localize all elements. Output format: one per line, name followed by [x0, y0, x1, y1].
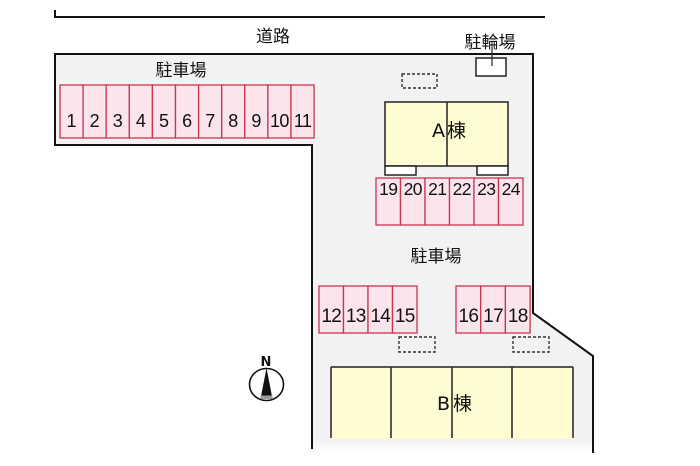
parking-space-number: 8	[228, 111, 238, 131]
parking-space: 22	[448, 177, 475, 226]
parking-space-number: 9	[251, 111, 261, 131]
road-edge-line	[54, 10, 545, 18]
parking-space-number: 11	[294, 111, 312, 131]
parking-space: 17	[480, 285, 507, 334]
parking-space: 4	[128, 84, 154, 139]
parking-space: 1	[59, 84, 84, 139]
parking-space: 20	[399, 177, 426, 226]
parking-space-number: 6	[182, 111, 192, 131]
parking-space-outline	[473, 177, 500, 226]
parking-space-outline	[480, 285, 507, 334]
compass-needle-icon	[260, 368, 273, 399]
parking-space-outline	[455, 285, 482, 334]
parking-space-number: 3	[113, 111, 123, 131]
bicycle-parking: 駐輪場	[465, 33, 516, 77]
parking-space: 21	[424, 177, 451, 226]
parking-space: 6	[174, 84, 200, 139]
parking-space: 19	[375, 177, 402, 226]
parking-area-label-center: 駐車場	[411, 247, 462, 267]
parking-space-number: 13	[346, 306, 366, 327]
parking-space-number: 24	[502, 179, 521, 199]
road: 道路	[54, 10, 545, 47]
parking-space: 2	[82, 84, 107, 139]
compass-north-label: N	[261, 355, 272, 370]
parking-space-outline	[391, 285, 418, 334]
building-a-label: A棟	[432, 120, 468, 142]
dashed-box-south-east	[512, 336, 550, 353]
dashed-box-south-west	[398, 336, 436, 353]
building-b-label: B棟	[437, 393, 475, 415]
parking-space-outline	[497, 177, 524, 226]
parking-space: 23	[473, 177, 500, 226]
parking-space-number: 22	[453, 179, 471, 199]
bicycle-parking-box	[475, 57, 507, 77]
north-compass: N	[248, 355, 285, 402]
lot-boundary-line	[54, 53, 594, 453]
parking-space-number: 14	[370, 306, 391, 327]
building-a-entrance-right	[476, 165, 509, 176]
parking-space: 7	[197, 84, 223, 139]
dashed-box-north	[401, 73, 438, 89]
parking-space-outline	[342, 285, 369, 334]
parking-space-outline	[424, 177, 451, 226]
parking-space: 24	[497, 177, 524, 226]
parking-space-number: 19	[379, 179, 397, 199]
parking-space-number: 17	[483, 306, 503, 327]
parking-space-number: 15	[395, 306, 415, 327]
parking-space: 11	[290, 84, 315, 139]
parking-space: 14	[367, 285, 394, 334]
parking-space-number: 1	[66, 111, 76, 131]
parking-space-number: 21	[428, 179, 446, 199]
parking-space-number: 18	[508, 306, 528, 327]
bicycle-parking-label: 駐輪場	[465, 33, 516, 53]
road-label: 道路	[256, 27, 290, 47]
parking-space: 16	[455, 285, 482, 334]
parking-space-number: 23	[477, 179, 495, 199]
parking-space-number: 5	[159, 111, 169, 131]
parking-space: 12	[318, 285, 345, 334]
lot-bottom-fade	[312, 440, 594, 452]
parking-space-outline	[290, 84, 315, 139]
parking-space-number: 12	[321, 306, 341, 327]
parking-space-number: 20	[404, 179, 423, 199]
parking-space: 10	[267, 84, 292, 139]
parking-space-outline	[318, 285, 345, 334]
building-a-entrance-left	[384, 165, 417, 176]
building-b: B棟	[330, 366, 574, 439]
parking-space-number: 4	[136, 111, 146, 131]
parking-space-number: 16	[458, 306, 478, 327]
parking-space: 3	[105, 84, 130, 139]
parking-space-outline	[504, 285, 531, 334]
parking-space: 5	[151, 84, 177, 139]
parking-space-number: 2	[90, 111, 100, 131]
compass-needle-base	[260, 395, 273, 399]
parking-space: 18	[504, 285, 531, 334]
parking-space: 13	[342, 285, 369, 334]
parking-space: 8	[221, 84, 246, 139]
parking-space: 9	[244, 84, 269, 139]
parking-space-number: 7	[205, 111, 215, 131]
parking-space-outline	[448, 177, 475, 226]
parking-space: 15	[391, 285, 418, 334]
building-a: A棟	[384, 101, 509, 176]
parking-space-number: 10	[270, 111, 289, 131]
parking-area-label-north-west: 駐車場	[156, 61, 207, 81]
